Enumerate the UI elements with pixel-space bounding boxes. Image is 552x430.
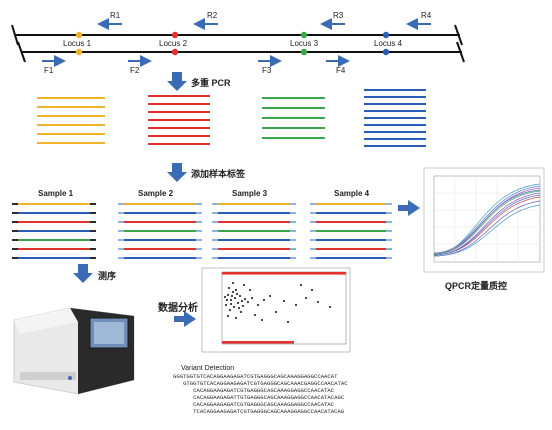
scatter-points xyxy=(224,282,331,323)
variant-seq-line-2: GTGGTGTCACAGGAAGAGATCGTGAGGGCAGCAAACGAGG… xyxy=(173,380,348,387)
qpcr-plot xyxy=(423,167,545,273)
primer-label-r1: R1 xyxy=(110,11,121,20)
sample-label-4: Sample 4 xyxy=(334,189,370,198)
locus-3-dot xyxy=(300,31,308,39)
step-add-sample-tag: 添加样本标签 xyxy=(191,169,246,179)
tagged-sample-3 xyxy=(212,203,296,259)
locus-label-1: Locus 1 xyxy=(63,39,92,48)
locus-2-dot xyxy=(171,31,179,39)
locus-1-dot xyxy=(75,31,83,39)
amplicons-locus-4 xyxy=(364,89,426,147)
primer-label-f1: F1 xyxy=(44,66,54,75)
locus-4-dot xyxy=(382,31,390,39)
locus-label-2: Locus 2 xyxy=(159,39,188,48)
sample-label-2: Sample 2 xyxy=(138,189,174,198)
amplicons-locus-3 xyxy=(262,97,325,139)
variant-seq-line-1: GGGTGGTGTCACAGGAAGAGATCGTGAGGGCAGCAAAGGA… xyxy=(173,373,338,380)
amplicons-locus-1 xyxy=(37,97,105,144)
tagged-sample-2 xyxy=(118,203,202,259)
variant-detection-title: Variant Detection xyxy=(181,365,235,372)
variant-seq-line-3: CACAGGAAGAGATCGTGAGGGCAGCAAAGGAGGCCAACAT… xyxy=(173,387,335,394)
tagged-sample-4 xyxy=(310,203,392,259)
scatter-top-band xyxy=(222,272,346,275)
locus-label-4: Locus 4 xyxy=(374,39,403,48)
primer-label-r3: R3 xyxy=(333,11,344,20)
step-multiplex-pcr: 多重 PCR xyxy=(191,78,231,88)
scatter-bottom-band xyxy=(222,341,294,344)
locus-label-3: Locus 3 xyxy=(290,39,319,48)
tagged-sample-1 xyxy=(12,203,96,259)
flow-arrows xyxy=(73,72,420,327)
step-sequencing: 测序 xyxy=(98,271,117,281)
sample-label-3: Sample 3 xyxy=(232,189,268,198)
variant-seq-line-5: CACAGGAAGAGATCGTGAGGGCAGCAAAGGAGGCCAACAT… xyxy=(173,401,335,408)
primer-label-f2: F2 xyxy=(130,66,140,75)
amplicons-locus-2 xyxy=(148,95,210,145)
primer-label-f4: F4 xyxy=(336,66,346,75)
primer-label-f3: F3 xyxy=(262,66,272,75)
primer-label-r2: R2 xyxy=(207,11,218,20)
sequencer-instrument xyxy=(13,307,135,395)
step-data-analysis: 数据分析 xyxy=(158,303,198,314)
variant-seq-line-4: CACAGGAAGAGATTGTGAGGGCAGCAAAGGAGGCCAACAT… xyxy=(173,394,345,401)
coverage-scatter-plot xyxy=(201,267,351,353)
variant-seq-line-6: TCACAGGAAGAGATCGTGAGGGCAGCAAAGGAGGCCAACA… xyxy=(173,408,345,415)
primer-label-r4: R4 xyxy=(421,11,432,20)
sample-label-1: Sample 1 xyxy=(38,189,74,198)
step-qpcr-qc: QPCR定量质控 xyxy=(445,281,508,291)
